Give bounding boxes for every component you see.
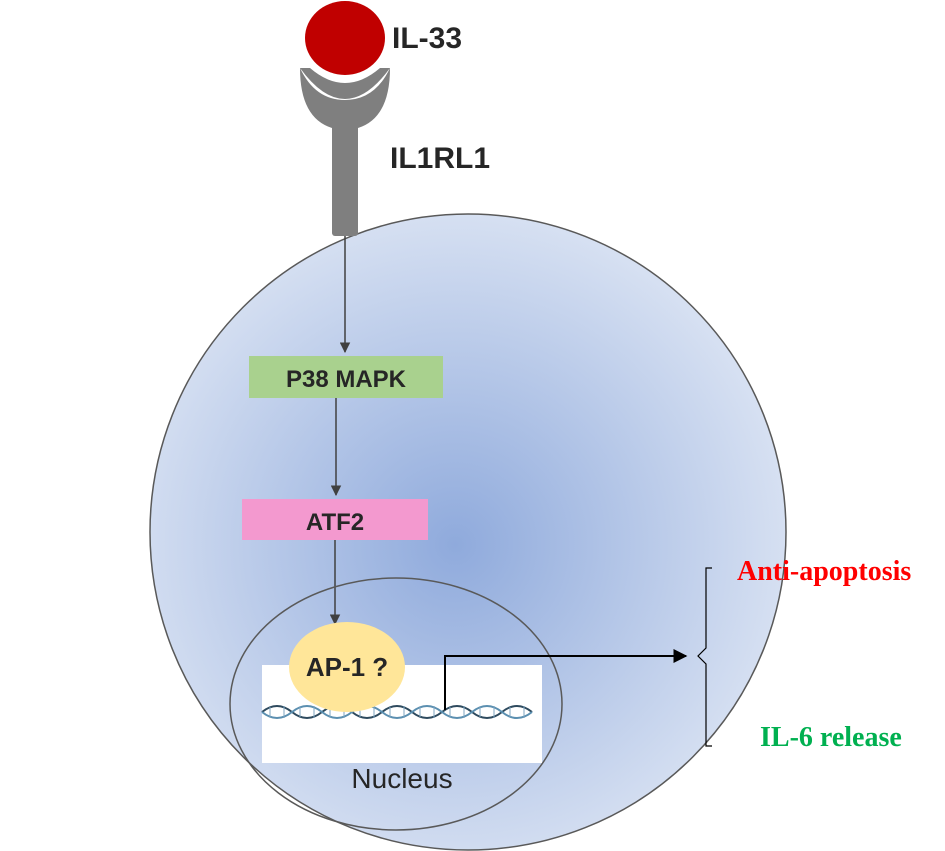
il1rl1-receptor [300, 68, 390, 236]
nucleus-label: Nucleus [351, 763, 452, 794]
ap1-label: AP-1 ? [306, 652, 388, 682]
ap1-factor [289, 622, 405, 712]
il33-ligand [305, 1, 385, 75]
nucleus [229, 577, 563, 831]
transcription-arrow [444, 649, 688, 710]
receptor-label: IL1RL1 [390, 142, 490, 175]
anti-apoptosis-label: Anti-apoptosis [737, 556, 911, 587]
atf2-label: ATF2 [306, 509, 364, 536]
il6-release-label: IL-6 release [760, 722, 902, 753]
atf2-box [242, 499, 428, 540]
p38-mapk-label: P38 MAPK [286, 366, 407, 393]
outcome-bracket [697, 567, 712, 747]
p38-mapk-box [249, 356, 443, 398]
ligand-label: IL-33 [392, 22, 462, 55]
